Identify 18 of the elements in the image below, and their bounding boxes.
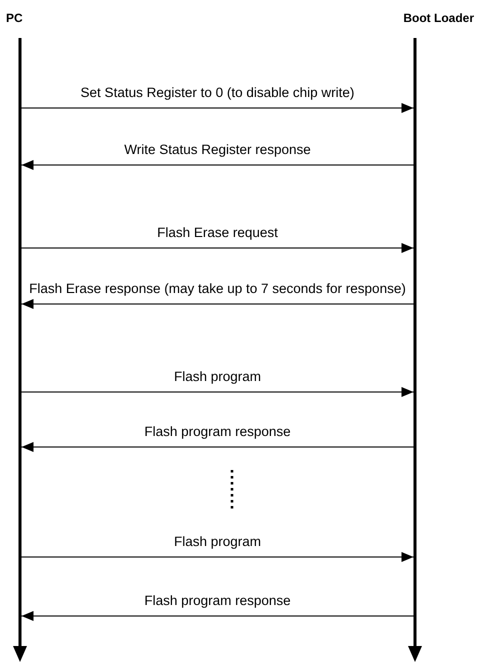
arrow [21,243,414,253]
edge-label: Write Status Register response [123,141,312,159]
arrow [21,299,414,309]
arrow [21,552,414,562]
edge-label: Flash program response [143,592,292,610]
edge-label: Flash Erase response (may take up to 7 seconds for response) [28,280,407,298]
edge-label: Flash program [172,368,262,386]
lifeline-label: PC [6,10,23,26]
edge-label: Flash Erase request [156,224,279,242]
edge-label: Flash program response [143,423,292,441]
arrow [21,442,414,452]
arrow [21,387,414,397]
arrow [21,611,414,621]
edge-label: Flash program [172,533,262,551]
arrow [21,103,414,113]
edge-label: Set Status Register to 0 (to disable chip write) [80,84,356,102]
lifeline-label: Boot Loader [403,10,474,26]
arrow [21,160,414,170]
